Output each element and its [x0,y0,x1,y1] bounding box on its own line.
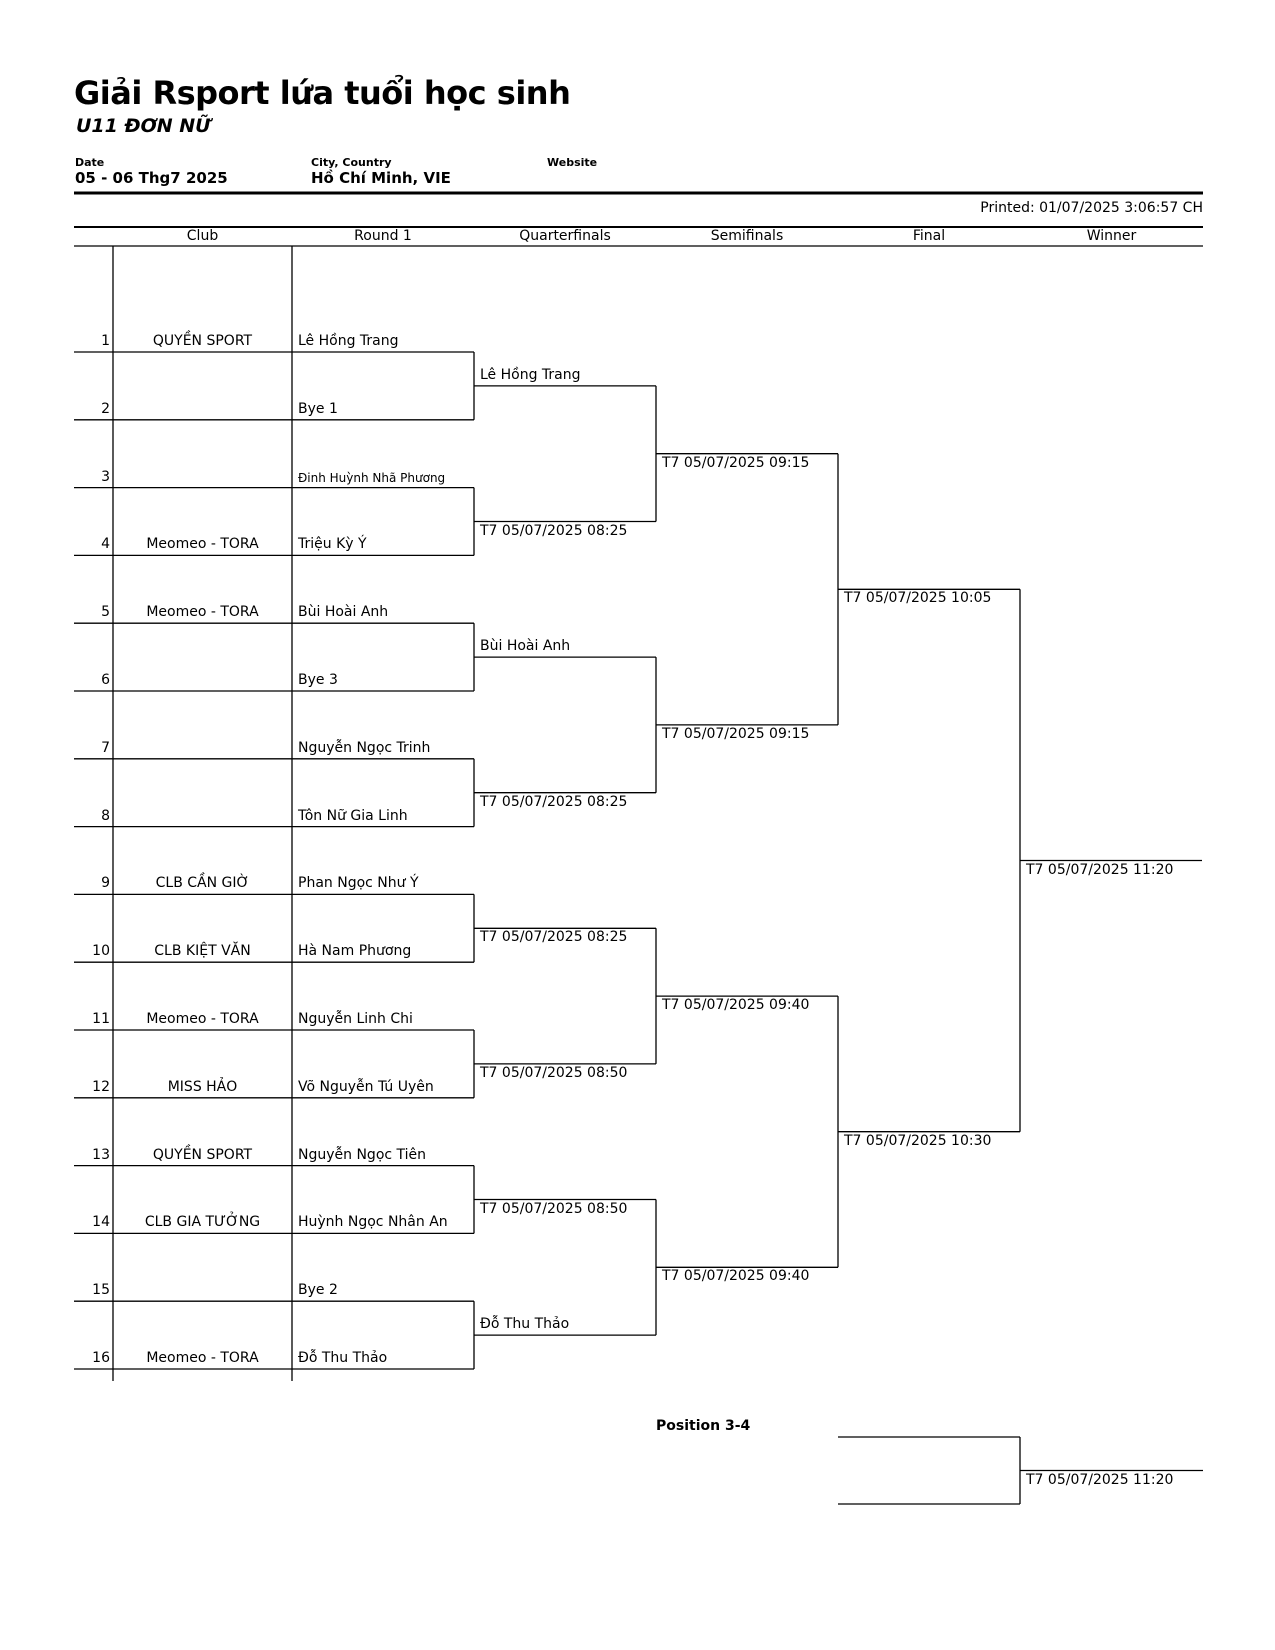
advancing-player: Bùi Hoài Anh [480,638,571,655]
match-time: T7 05/07/2025 09:40 [662,1268,810,1285]
club-name: CLB KIỆT VĂN [154,943,251,960]
seed-number: 13 [92,1146,110,1163]
club-name: Meomeo - TORA [146,604,259,621]
player-name: Phan Ngọc Như Ý [298,875,419,892]
seed-number: 15 [92,1282,110,1299]
player-name: Bùi Hoài Anh [298,604,389,621]
player-name: Đỗ Thu Thảo [298,1350,388,1366]
match-time: T7 05/07/2025 09:15 [662,454,810,471]
match-time: T7 05/07/2025 08:25 [480,522,628,539]
club-name: MISS HẢO [167,1078,238,1095]
column-header-final: Final [912,228,946,244]
match-time: T7 05/07/2025 09:15 [662,725,810,742]
date-label: Date [75,156,105,169]
player-name: Nguyễn Ngọc Trinh [298,739,431,756]
match-time: T7 05/07/2025 10:05 [844,590,992,607]
player-name: Nguyễn Ngọc Tiên [298,1146,427,1163]
club-name: Meomeo - TORA [146,1011,259,1027]
seed-number: 16 [92,1350,110,1366]
seed-number: 1 [101,333,110,349]
player-name: Nguyễn Linh Chi [298,1011,413,1027]
advancing-player: Đỗ Thu Thảo [480,1316,570,1333]
match-time: T7 05/07/2025 08:25 [480,929,628,946]
seed-number: 10 [92,943,110,960]
column-header-quarterfinals: Quarterfinals [519,228,611,244]
column-header-club: Club [186,228,219,244]
city-label: City, Country [311,156,392,169]
club-name: QUYỀN SPORT [152,333,253,349]
club-name: CLB GIA TƯỞNG [144,1214,261,1231]
city-value: Hồ Chí Minh, VIE [311,169,451,187]
club-name: CLB CẦN GIỜ [155,875,250,892]
seed-number: 14 [92,1214,110,1231]
seed-number: 9 [101,875,110,892]
match-time: T7 05/07/2025 11:20 [1026,861,1174,878]
website-label: Website [547,156,598,169]
club-name: Meomeo - TORA [146,536,259,553]
seed-number: 8 [101,807,110,824]
third-place-match-time: T7 05/07/2025 11:20 [1026,1471,1174,1488]
club-name: QUYỀN SPORT [152,1146,253,1163]
club-name: Meomeo - TORA [146,1350,259,1366]
player-name: Võ Nguyễn Tú Uyên [298,1078,434,1095]
player-name: Lê Hồng Trang [298,333,399,349]
player-name: Bye 3 [298,672,338,688]
advancing-player: Lê Hồng Trang [480,366,581,383]
seed-number: 4 [101,536,110,553]
player-name: Huỳnh Ngọc Nhân An [298,1214,448,1231]
match-time: T7 05/07/2025 09:40 [662,997,810,1014]
match-time: T7 05/07/2025 08:50 [480,1200,628,1217]
player-name: Đinh Huỳnh Nhã Phương [298,470,446,485]
event-subtitle: U11 ĐƠN NỮ [76,115,211,137]
player-name: Bye 2 [298,1282,338,1299]
match-time: T7 05/07/2025 08:25 [480,793,628,810]
column-header-round-1: Round 1 [354,228,412,244]
seed-number: 3 [101,468,110,485]
seed-number: 7 [101,739,110,756]
match-time: T7 05/07/2025 10:30 [844,1132,992,1149]
date-value: 05 - 06 Thg7 2025 [75,169,228,187]
seed-number: 12 [92,1078,110,1095]
seed-number: 5 [101,604,110,621]
player-name: Tôn Nữ Gia Linh [298,807,408,824]
seed-number: 6 [101,672,110,688]
column-header-semifinals: Semifinals [710,228,784,244]
player-name: Bye 1 [298,400,338,417]
player-name: Triệu Kỳ Ý [298,536,367,553]
printed-timestamp: Printed: 01/07/2025 3:06:57 CH [980,200,1203,216]
match-time: T7 05/07/2025 08:50 [480,1064,628,1081]
seed-number: 2 [101,400,110,417]
tournament-title: Giải Rsport lứa tuổi học sinh [74,74,571,112]
seed-number: 11 [92,1011,110,1027]
player-name: Hà Nam Phương [298,943,412,960]
column-header-winner: Winner [1086,228,1137,244]
position-3-4-label: Position 3-4 [656,1418,751,1434]
